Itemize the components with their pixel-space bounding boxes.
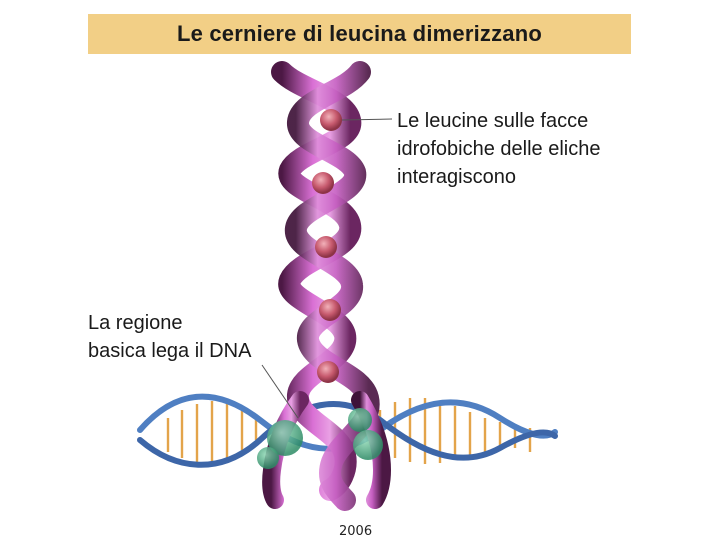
leucine-sphere [319, 299, 341, 321]
basic-label-line-1: La regione [88, 312, 183, 334]
contact-region [267, 420, 303, 456]
leucine-spheres [312, 109, 342, 383]
basic-label-line-2: basica lega il DNA [88, 340, 252, 362]
leucine-sphere [317, 361, 339, 383]
leader-line-leucine [341, 118, 393, 121]
leader-line-basic [261, 364, 299, 419]
leucine-label-line-2: idrofobiche delle eliche [397, 138, 601, 160]
contact-region [348, 408, 372, 432]
leucine-label-line-1: Le leucine sulle facce [397, 110, 589, 132]
footer-year: 2006 [339, 524, 373, 539]
basic-region-label: La regione basica lega il DNA [88, 309, 251, 365]
leucine-faces-label: Le leucine sulle facce idrofobiche delle… [397, 107, 600, 191]
contact-region [353, 430, 383, 460]
leucine-label-line-3: interagiscono [397, 166, 516, 188]
diagram-title: Le cerniere di leucina dimerizzano [176, 21, 543, 46]
leucine-sphere [312, 172, 334, 194]
leucine-sphere [320, 109, 342, 131]
dna-contact-regions [257, 408, 383, 469]
title-banner: Le cerniere di leucina dimerizzano [88, 14, 631, 54]
leucine-sphere [315, 236, 337, 258]
alpha-helix-1 [271, 61, 362, 501]
contact-region [257, 447, 279, 469]
